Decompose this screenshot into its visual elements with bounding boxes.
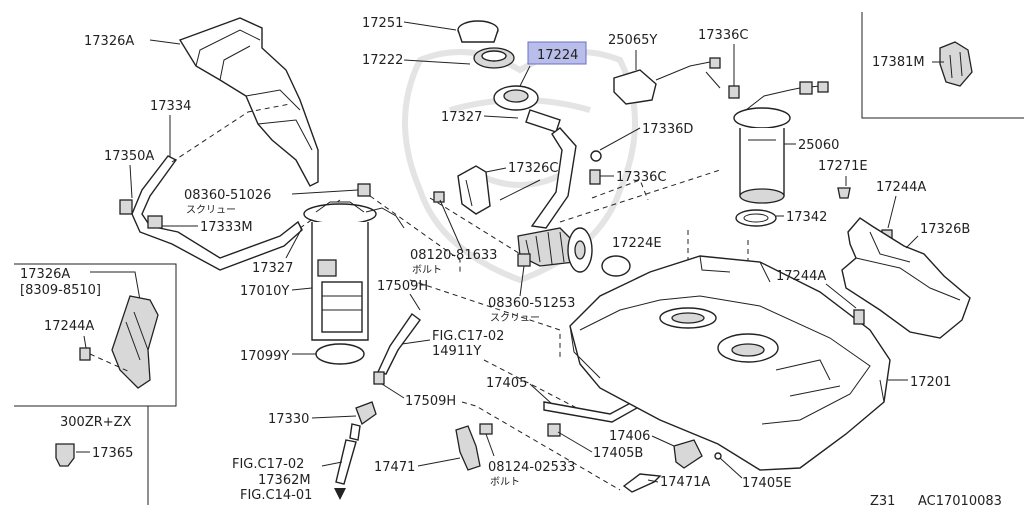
label-17326a: 17326A <box>84 34 134 49</box>
label-17326c: 17326C <box>508 161 558 176</box>
arrow-down-icon <box>334 488 346 500</box>
label-08360-51026: 08360-51026 <box>184 188 271 203</box>
label-17350a: 17350A <box>104 149 154 164</box>
label-17244a-b: 17244A <box>776 269 826 284</box>
label-bolt-1: ボルト <box>412 264 442 276</box>
label-17406: 17406 <box>609 429 650 444</box>
label-17509h-b: 17509H <box>405 394 456 409</box>
clamp-17350a <box>119 199 133 215</box>
part-17471: 17471 08124-02533 ボルト <box>374 423 575 488</box>
label-diagram-code: AC17010083 <box>918 494 1002 509</box>
label-17251: 17251 <box>362 16 403 31</box>
label-z31: Z31 <box>870 494 895 509</box>
grommet-17365 <box>55 443 75 467</box>
label-fig1702b: FIG.C17-02 <box>232 457 304 472</box>
label-17224e: 17224E <box>612 236 662 251</box>
label-17405b: 17405B <box>593 446 643 461</box>
label-08360-51253: 08360-51253 <box>488 296 575 311</box>
label-17509h-a: 17509H <box>377 279 428 294</box>
label-14911y: 14911Y <box>432 344 481 359</box>
part-filler-hose: 17334 17350A 17333M 17327 <box>104 99 303 276</box>
label-08120-81633: 08120-81633 <box>410 248 497 263</box>
bolt-08120-81633: 08120-81633 ボルト <box>410 199 497 276</box>
part-17326b: 17244A 17326B 17244A <box>776 180 971 339</box>
label-17327b: 17327 <box>441 110 482 125</box>
part-17271e: 17271E <box>818 159 868 199</box>
label-25065y: 25065Y <box>608 33 657 48</box>
part-17201-tank: 17201 <box>569 255 951 471</box>
part-17010y: 17010Y 17099Y <box>240 201 405 365</box>
label-17362m: 17362M <box>258 473 311 488</box>
label-fig1401: FIG.C14-01 <box>240 488 312 503</box>
strainer-17099y <box>315 343 365 365</box>
label-inset-17326a: 17326A <box>20 267 70 282</box>
label-17381m: 17381M <box>872 55 925 70</box>
part-17405-group: 17405 17406 17405B 17471A 17405E <box>486 376 792 493</box>
label-17365: 17365 <box>92 446 133 461</box>
inset-17381m: 17381M <box>861 12 1024 119</box>
label-17327a: 17327 <box>252 261 293 276</box>
part-17330: 17330 FIG.C17-02 17362M FIG.C14-01 <box>232 401 377 503</box>
label-08124-02533: 08124-02533 <box>488 460 575 475</box>
label-17333m: 17333M <box>200 220 253 235</box>
part-17342: 17342 <box>735 209 827 227</box>
inset-300zr: 17326A [8309-8510] 17244A 300ZR+ZX 17365 <box>14 263 177 505</box>
screw-08360-51026: 08360-51026 スクリュー <box>184 183 371 216</box>
label-inset-range: [8309-8510] <box>20 283 101 298</box>
label-17471: 17471 <box>374 460 415 475</box>
highlight-17224 <box>527 41 587 65</box>
part-17326a: 17326A <box>84 17 319 187</box>
part-filler-neck: 08360-51253 スクリュー <box>488 227 593 324</box>
label-17244a-a: 17244A <box>876 180 926 195</box>
label-17224: 17224 <box>537 48 578 63</box>
label-17334: 17334 <box>150 99 191 114</box>
part-vent-hose: 17509H FIG.C17-02 14911Y 17509H <box>373 279 504 409</box>
label-17099y: 17099Y <box>240 349 289 364</box>
label-17471a: 17471A <box>660 475 710 490</box>
bracket-17381m <box>939 41 973 87</box>
label-25060: 25060 <box>798 138 839 153</box>
label-17330: 17330 <box>268 412 309 427</box>
part-25065y: 25065Y <box>608 33 721 105</box>
part-17336-group: 17336C 17336D 17336C <box>589 28 748 185</box>
label-17405e: 17405E <box>742 476 792 491</box>
label-17326b: 17326B <box>920 222 970 237</box>
label-17222: 17222 <box>362 53 403 68</box>
label-17336c-b: 17336C <box>616 170 666 185</box>
label-bolt-2: ボルト <box>490 476 520 488</box>
label-screw-2: スクリュー <box>490 312 540 324</box>
label-inset-17244a: 17244A <box>44 319 94 334</box>
bolt-inset <box>79 347 91 361</box>
label-17405: 17405 <box>486 376 527 391</box>
label-17342: 17342 <box>786 210 827 225</box>
part-17327-neck: 17327 <box>441 109 577 229</box>
part-17224e: 17224E <box>601 236 662 277</box>
part-17326c: 17326C <box>433 161 558 215</box>
label-screw-1: スクリュー <box>186 204 236 216</box>
label-17271e: 17271E <box>818 159 868 174</box>
bracket-inset <box>111 295 159 389</box>
part-25060: 25060 <box>733 81 839 204</box>
label-17201: 17201 <box>910 375 951 390</box>
label-variant: 300ZR+ZX <box>60 415 132 430</box>
label-17336d: 17336D <box>642 122 693 137</box>
label-17336c-a: 17336C <box>698 28 748 43</box>
clamp-17333m <box>147 215 163 229</box>
part-filler-cap: 17251 17222 17224 <box>362 16 587 111</box>
label-17010y: 17010Y <box>240 284 289 299</box>
label-fig1702: FIG.C17-02 <box>432 329 504 344</box>
